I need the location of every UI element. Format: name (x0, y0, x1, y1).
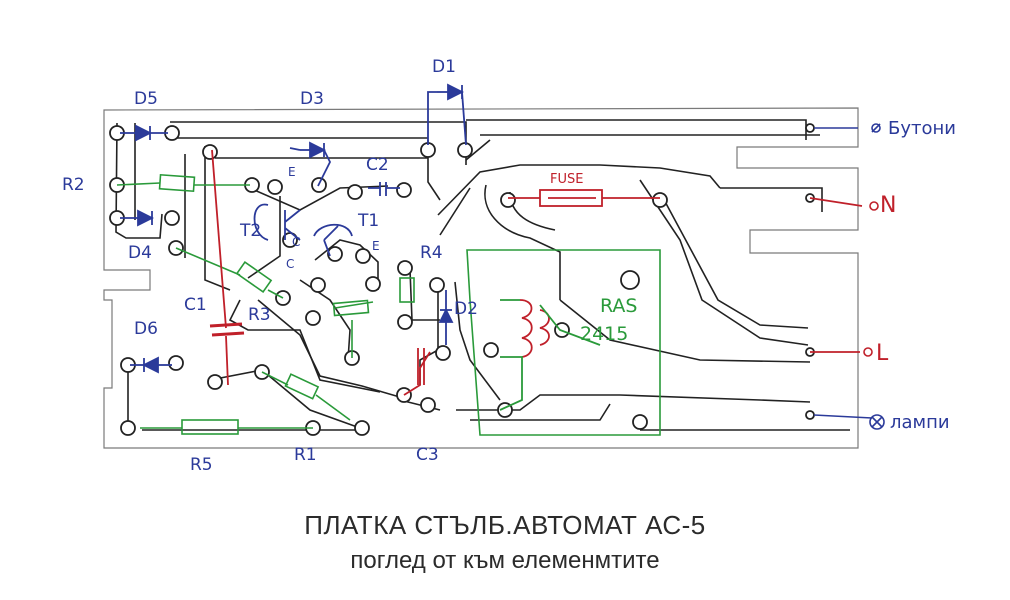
label-d6: D6 (134, 319, 158, 339)
label-r3: R3 (248, 305, 271, 325)
drawing-subtitle: поглед от към елеменмтите (350, 547, 660, 574)
solder-pads (109, 123, 815, 436)
label-t1: T1 (357, 211, 379, 231)
relay-coil (499, 299, 601, 411)
blue-components (120, 83, 467, 385)
board-outline (103, 107, 859, 449)
label-pin-c1: C (292, 235, 300, 249)
label-relay-1: RAS (600, 295, 638, 317)
label-fuse: FUSE (550, 172, 583, 187)
label-buttons: Бутони (888, 118, 956, 139)
label-relay-2: 2415 (580, 323, 628, 345)
label-c1: C1 (184, 295, 207, 315)
label-c3: C3 (416, 445, 439, 465)
special-labels: FUSE RAS 2415 (550, 172, 638, 345)
label-t2: T2 (239, 221, 261, 241)
terminal-leads (813, 123, 885, 430)
component-labels: D5 D3 D1 R2 D4 C1 D6 R3 T2 T1 C2 R4 D2 R… (62, 57, 478, 475)
label-r5: R5 (190, 455, 213, 475)
label-pin-e2: E (372, 239, 380, 253)
label-lamps: лампи (890, 412, 950, 433)
label-r1: R1 (294, 445, 317, 465)
label-pin-e1: E (288, 165, 296, 179)
drawing-title: ПЛАТКА СТЪЛБ.АВТОМАТ АС-5 (304, 510, 706, 540)
label-d2: D2 (454, 299, 478, 319)
copper-traces (115, 119, 850, 431)
label-r4: R4 (420, 243, 443, 263)
red-wiring (209, 149, 863, 396)
label-d5: D5 (134, 89, 158, 109)
green-wiring (116, 173, 661, 436)
label-live: L (876, 341, 889, 366)
label-d4: D4 (128, 243, 152, 263)
label-d3: D3 (300, 89, 324, 109)
fuse-element (508, 189, 660, 207)
label-r2: R2 (62, 175, 85, 195)
label-d1: D1 (432, 57, 456, 77)
label-pin-c2: C (286, 257, 294, 271)
label-c2: C2 (366, 155, 389, 175)
terminal-labels: Бутони N L лампи (876, 118, 956, 433)
label-neutral: N (880, 193, 896, 218)
